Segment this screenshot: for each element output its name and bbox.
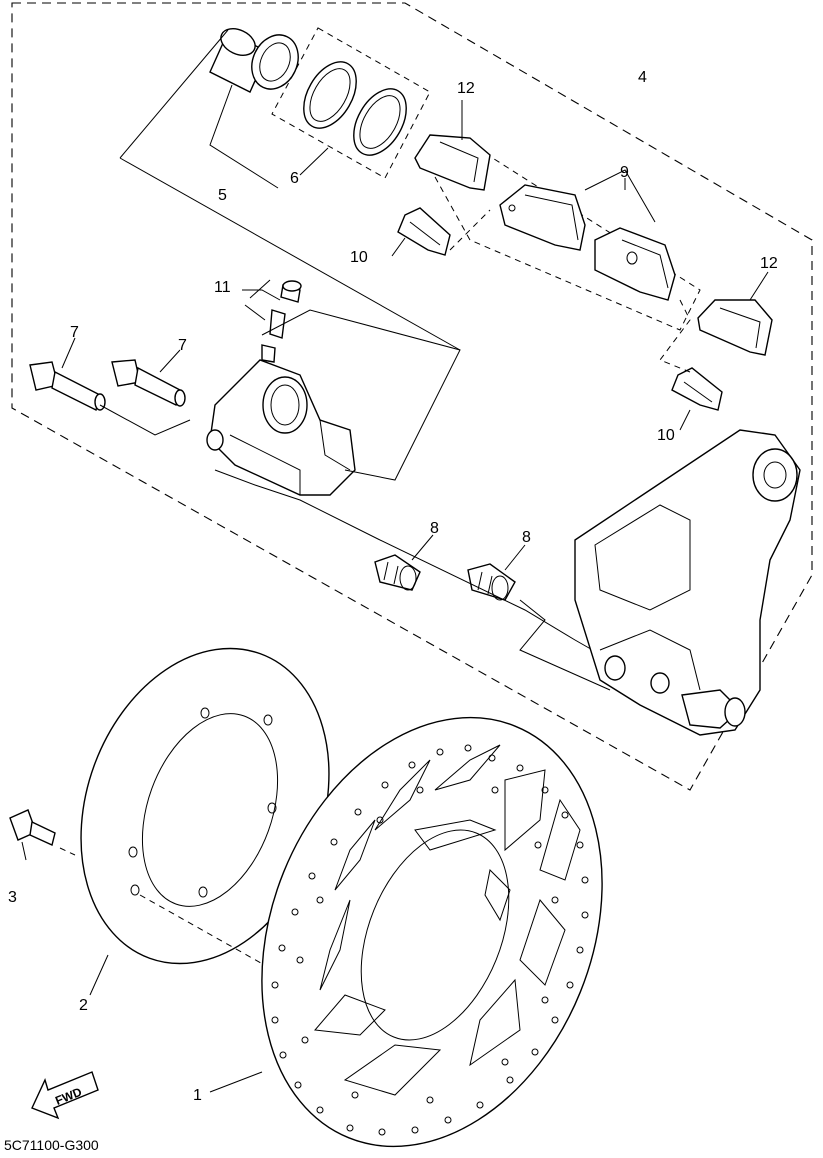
callout-2: 2 [79, 997, 88, 1014]
callout-8-left: 8 [430, 520, 439, 537]
caliper-assembly-boundary [11, 2, 813, 791]
pad-spring-upper [414, 134, 491, 191]
callout-7-left: 7 [70, 324, 79, 341]
brake-pad-outer [594, 227, 676, 301]
caliper-piston [209, 28, 299, 93]
callout-11: 11 [214, 279, 231, 296]
pad-spring-lower [697, 299, 773, 356]
callout-8-right: 8 [522, 529, 531, 546]
callout-1: 1 [193, 1087, 202, 1104]
caliper-body [206, 344, 356, 496]
callout-9: 9 [620, 164, 629, 181]
callout-10-lower: 10 [657, 427, 675, 444]
bleed-screw [269, 280, 302, 339]
pad-clip-lower [671, 367, 723, 411]
fwd-arrow-icon: FWD [31, 1071, 99, 1120]
diagram-code: 5C71100-G300 [4, 1137, 99, 1153]
callout-7-right: 7 [178, 337, 187, 354]
pad-pin-right [111, 359, 186, 407]
seal-kit-boundary [271, 27, 431, 179]
disc-drill-holes [271, 744, 589, 1136]
caliper-bracket [574, 429, 801, 736]
callout-4: 4 [638, 69, 647, 86]
boot-left [374, 554, 421, 591]
boot-right [467, 563, 516, 601]
callout-12-lower: 12 [760, 255, 778, 272]
callout-3: 3 [8, 889, 17, 906]
callout-5: 5 [218, 187, 227, 204]
callout-12-upper: 12 [457, 80, 475, 97]
pad-pin-left [29, 361, 106, 412]
brake-disc-back [80, 647, 330, 965]
callout-10-upper: 10 [350, 249, 368, 266]
brake-disc-front [261, 716, 603, 1148]
piston-seals [303, 61, 407, 156]
pad-clip-upper [397, 207, 451, 256]
brake-pad-inner [499, 184, 586, 251]
disc-bolt [9, 809, 56, 846]
callout-6: 6 [290, 170, 299, 187]
